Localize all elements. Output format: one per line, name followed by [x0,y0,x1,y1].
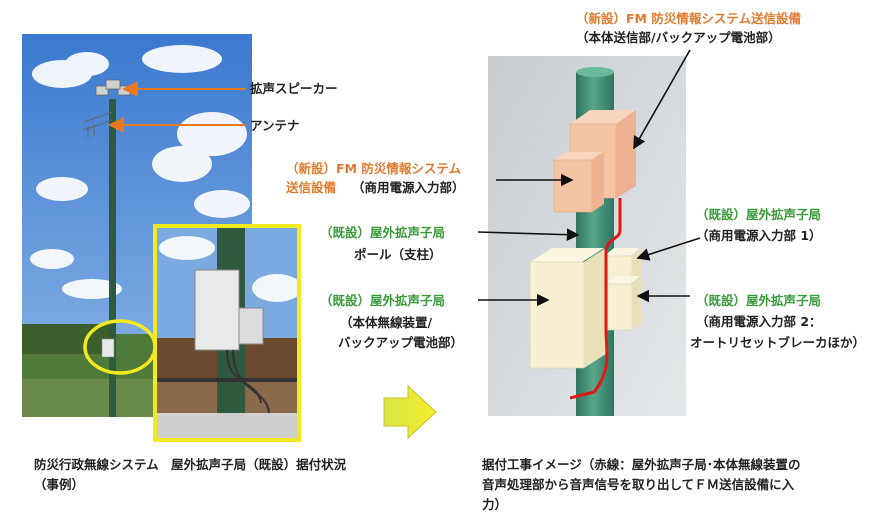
label-body-title: （既設）屋外拡声子局 [320,293,446,308]
signal-wire [569,198,622,400]
label-new-power-line2a: 送信設備 [286,180,337,195]
label-new-power-line1: （新設）FM 防災情報システム [286,161,461,176]
inset-photo [153,224,301,442]
diagram-caption: 据付工事イメージ（赤線：屋外拡声子局･本体無線装置の音声処理部から音声信号を取り… [482,457,801,512]
label-pole-sub: ポール（支柱） [354,247,442,262]
label-body-sub1: （本体無線装置/ [340,315,433,330]
label-speaker: 拡声スピーカー [250,81,338,96]
pole [109,99,116,417]
photo-caption: 防災行政無線システム 屋外拡声子局（既設）据付状況（事例） [34,457,347,492]
existing-radio-body [529,248,606,369]
flow-arrow-icon [383,384,437,440]
clouds [30,45,250,299]
label-power1-title: （既設）屋外拡声子局 [696,207,822,222]
pole-top [576,67,614,77]
label-power2-sub1: （商用電源入力部 2： [696,314,822,329]
label-new-transmitter-sub: （本体送信部/バックアップ電池部） [576,30,781,45]
label-power2-sub2: オートリセットブレーカほか） [690,335,866,350]
inset-photo-drawing [157,228,297,438]
label-power1-sub: （商用電源入力部 1） [696,228,822,243]
label-pole-title: （既設）屋外拡声子局 [320,225,446,240]
label-power2-title: （既設）屋外拡声子局 [696,293,822,308]
existing-power-box-2 [603,276,642,331]
label-antenna: アンテナ [250,118,300,133]
label-new-power-line2b: （商用電源入力部） [352,180,465,195]
antenna [83,111,113,138]
label-body-sub2: バックアップ電池部） [338,335,464,350]
new-power-box [553,152,604,213]
label-new-transmitter-title: （新設）FM 防災情報システム送信設備 [576,11,801,26]
